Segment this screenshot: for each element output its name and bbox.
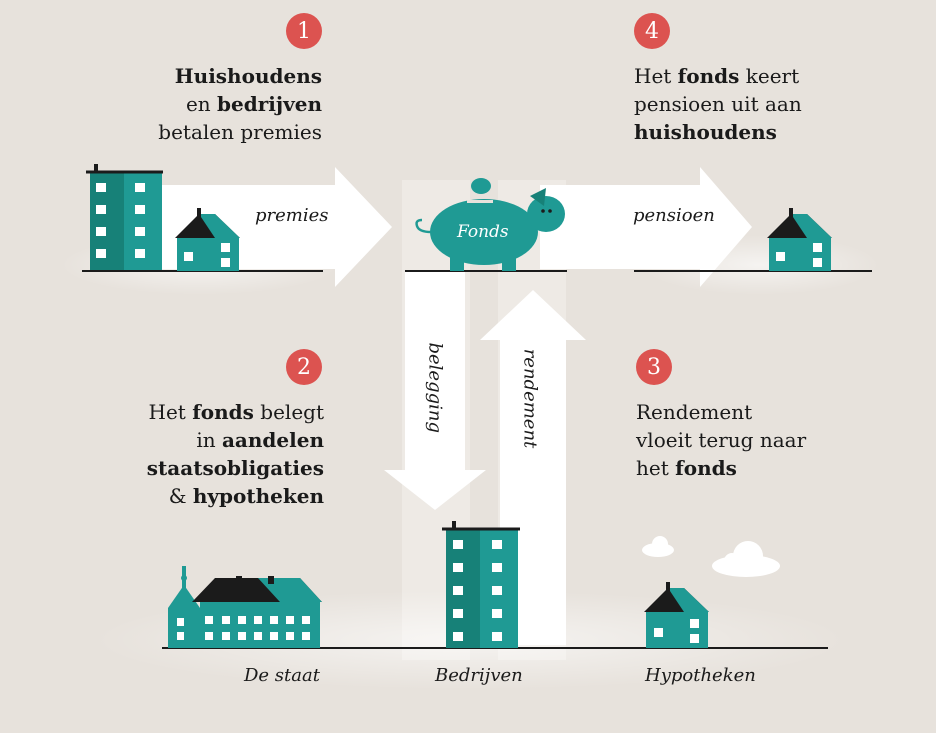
pensioen-arrow (540, 167, 752, 287)
step-text-line: betalen premies (158, 118, 322, 146)
rendement-label: rendement (519, 348, 541, 449)
step-4-badge: 4 (634, 13, 670, 49)
step-text-line: & hypotheken (147, 482, 324, 510)
bold-text: fonds (192, 400, 254, 424)
belegging-label: belegging (424, 342, 446, 434)
bold-text: Huishoudens (174, 64, 322, 88)
text: betalen premies (158, 120, 322, 144)
step-text-line: het fonds (636, 454, 806, 482)
piggy-bank-icon (415, 178, 565, 271)
step-text-line: pensioen uit aan (634, 90, 802, 118)
bold-text: huishoudens (634, 120, 777, 144)
step-text-line: in aandelen (147, 426, 324, 454)
cloud-icon (712, 541, 780, 577)
state-building-icon (168, 566, 322, 648)
text: in (196, 428, 222, 452)
bold-text: aandelen (221, 428, 324, 452)
step-text-line: vloeit terug naar (636, 426, 806, 454)
place-label-staat: De staat (244, 665, 320, 686)
step-text-line: Huishoudens (158, 62, 322, 90)
bold-text: fonds (677, 64, 740, 88)
house-icon (175, 208, 240, 271)
bold-text: hypotheken (192, 484, 324, 508)
place-label-hypotheken: Hypotheken (645, 665, 756, 686)
belegging-arrow (384, 272, 486, 510)
premies-label: premies (255, 205, 329, 226)
step-text-line: Rendement (636, 398, 806, 426)
bold-text: staatsobligaties (146, 456, 324, 480)
text: Het (148, 400, 193, 424)
text: het (636, 456, 676, 480)
cloud-icon (642, 536, 674, 557)
step-3-badge: 3 (636, 349, 672, 385)
bold-text: fonds (675, 456, 737, 480)
step-text-line: huishoudens (634, 118, 802, 146)
pensioen-label: pensioen (633, 205, 715, 226)
step-text-line: staatsobligaties (147, 454, 324, 482)
step-1-badge: 1 (286, 13, 322, 49)
office-building-icon (86, 164, 163, 270)
text: & (168, 484, 193, 508)
house-icon (767, 208, 832, 271)
text: vloeit terug naar (636, 428, 807, 452)
text: keert (739, 64, 800, 88)
step-2-badge: 2 (286, 349, 322, 385)
office-building-icon (442, 521, 520, 648)
fund-label: Fonds (457, 222, 509, 242)
text: belegt (253, 400, 324, 424)
step-text-line: Het fonds keert (634, 62, 802, 90)
text: en (185, 92, 218, 116)
place-label-bedrijven: Bedrijven (435, 665, 523, 686)
bold-text: bedrijven (217, 92, 322, 116)
step-text-line: Het fonds belegt (147, 398, 324, 426)
text: Rendement (636, 400, 753, 424)
text: pensioen uit aan (634, 92, 802, 116)
house-icon (644, 582, 709, 648)
text: Het (634, 64, 678, 88)
step-text-line: en bedrijven (158, 90, 322, 118)
